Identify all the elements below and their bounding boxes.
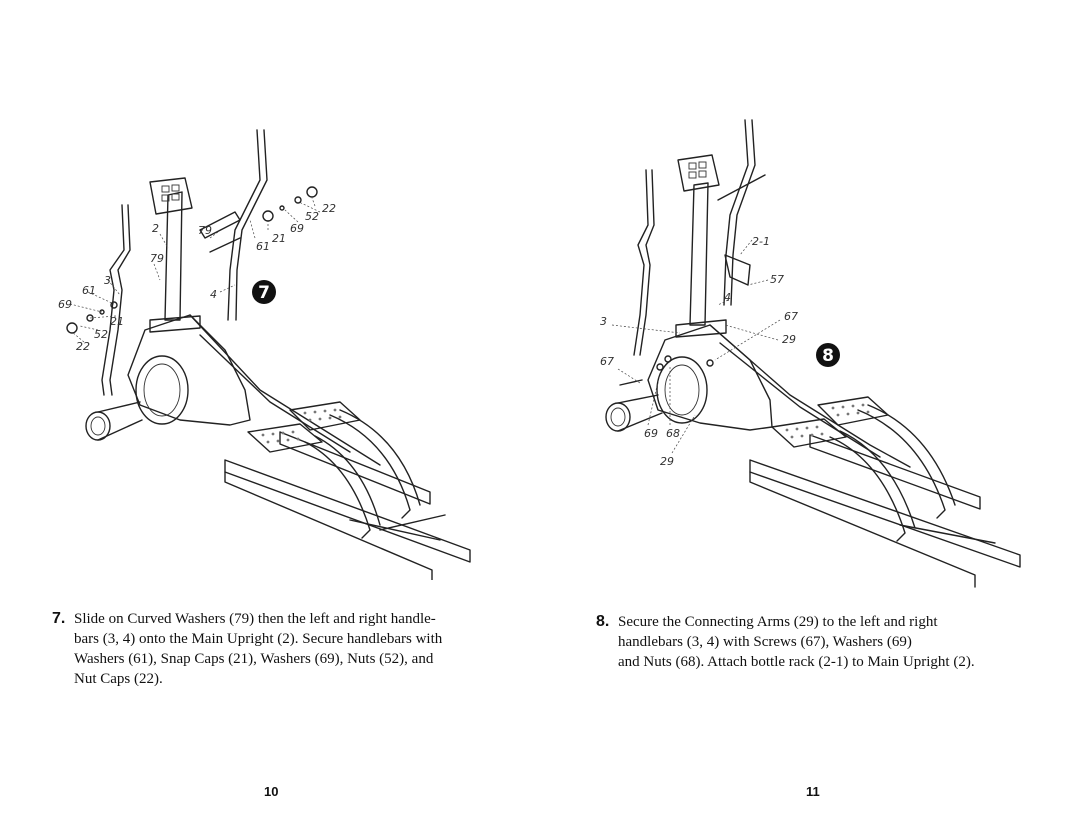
svg-text:7: 7	[258, 283, 270, 303]
assembly-diagram-step-8: 2-1 57 4 67 3 29 67 69 68 29 8	[600, 115, 1040, 595]
left-page: 22 52 69 21 61 79 2 79 3 61 69 21 52 22 …	[50, 120, 494, 799]
part-label: 21	[272, 232, 286, 245]
part-label: 61	[82, 284, 96, 297]
hardware	[619, 355, 714, 386]
frame-rails	[749, 434, 1021, 588]
part-label: 67	[600, 355, 614, 368]
part-label: 69	[290, 222, 304, 235]
pedal-arms	[829, 404, 956, 542]
part-label: 68	[666, 427, 680, 440]
step-line: handlebars (3, 4) with Screws (67), Wash…	[618, 634, 912, 650]
part-label: 57	[770, 273, 784, 286]
part-label: 4	[724, 291, 731, 304]
part-label: 21	[110, 315, 124, 328]
step-number: 8.	[596, 613, 610, 630]
flywheel-housing	[127, 314, 381, 466]
assembly-illustration: 2-1 57 4 67 3 29 67 69 68 29 8	[600, 119, 1021, 588]
part-label: 4	[210, 288, 217, 301]
handlebar-right	[717, 119, 766, 306]
bottle-rack	[724, 254, 751, 286]
step-text: Slide on Curved Washers (79) then the le…	[74, 609, 494, 689]
part-label: 22	[322, 202, 336, 215]
part-label: 2-1	[752, 235, 770, 248]
page-number: 11	[806, 784, 820, 799]
pedals	[247, 401, 361, 453]
leader-lines	[69, 197, 321, 343]
step-badge-8: 8	[816, 343, 840, 367]
part-label: 29	[660, 455, 674, 468]
right-page: 2-1 57 4 67 3 29 67 69 68 29 8 8. Secure…	[540, 0, 1080, 834]
handlebar-right	[209, 129, 268, 321]
step-line: and Nuts (68). Attach bottle rack (2-1) …	[618, 654, 975, 670]
assembly-illustration: 22 52 69 21 61 79 2 79 3 61 69 21 52 22 …	[58, 129, 471, 580]
handlebar-left	[633, 169, 655, 356]
svg-text:8: 8	[822, 346, 834, 366]
part-label: 22	[76, 340, 90, 353]
step-line: Washers (61), Snap Caps (21), Washers (6…	[74, 651, 434, 667]
pedal-arms	[304, 409, 421, 539]
part-label: 79	[198, 224, 212, 237]
step-line: Secure the Connecting Arms (29) to the l…	[618, 614, 938, 630]
part-label: 3	[104, 274, 111, 287]
part-label: 29	[782, 333, 796, 346]
front-cap	[605, 394, 663, 432]
step-number: 7.	[52, 610, 66, 627]
console	[149, 177, 193, 215]
console	[677, 154, 720, 192]
main-upright	[149, 191, 201, 333]
page-number: 10	[264, 784, 279, 799]
handlebar-left	[101, 204, 131, 396]
part-label: 79	[150, 252, 164, 265]
part-label: 61	[256, 240, 270, 253]
pedals	[771, 396, 889, 448]
part-labels: 22 52 69 21 61 79 2 79 3 61 69 21 52 22 …	[58, 202, 336, 353]
step-text: Secure the Connecting Arms (29) to the l…	[618, 612, 1046, 672]
assembly-diagram-step-7: 22 52 69 21 61 79 2 79 3 61 69 21 52 22 …	[50, 120, 490, 580]
frame-rails	[224, 431, 471, 580]
part-label: 2	[152, 222, 159, 235]
hardware-left	[66, 301, 118, 334]
part-label: 3	[600, 315, 607, 328]
part-label: 69	[58, 298, 72, 311]
part-label: 69	[644, 427, 658, 440]
step-line: Nut Caps (22).	[74, 671, 163, 687]
leader-lines	[611, 239, 781, 454]
step-badge-7: 7	[252, 280, 276, 304]
part-label: 52	[305, 210, 319, 223]
step-line: bars (3, 4) onto the Main Upright (2). S…	[74, 631, 443, 647]
front-cap	[85, 401, 143, 441]
part-labels: 2-1 57 4 67 3 29 67 69 68 29	[600, 235, 798, 468]
flywheel-housing	[647, 324, 911, 468]
main-upright	[675, 182, 727, 338]
step-line: Slide on Curved Washers (79) then the le…	[74, 611, 436, 627]
part-label: 52	[94, 328, 108, 341]
part-label: 67	[784, 310, 798, 323]
